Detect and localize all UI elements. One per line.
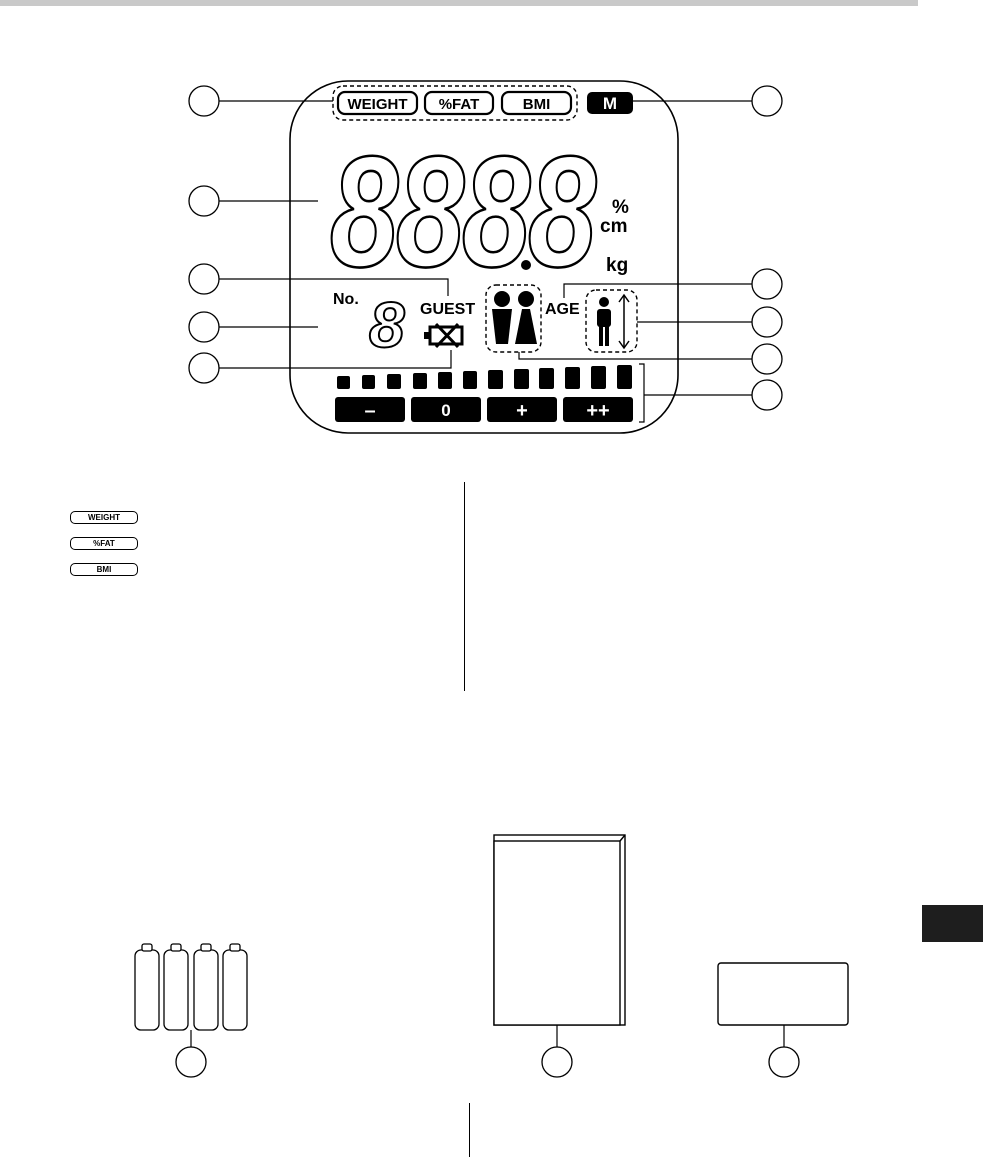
header-bar <box>0 0 918 6</box>
page-tab-marker <box>922 905 983 942</box>
main-digit-display: 8 8 8 8 <box>329 123 598 301</box>
svg-text:++: ++ <box>586 400 609 422</box>
guest-label: GUEST <box>420 301 475 318</box>
callout-manual <box>541 1046 573 1078</box>
lcd-display-diagram: WEIGHT %FAT BMI M 8 8 8 8 % cm kg No. 8 … <box>188 80 783 434</box>
decimal-point <box>521 260 531 270</box>
unit-cm: cm <box>600 216 627 237</box>
legend-bmi: BMI <box>70 563 138 576</box>
mode-group-outline <box>332 85 578 121</box>
svg-text:8: 8 <box>396 124 465 300</box>
memory-indicator: M <box>587 92 633 114</box>
male-female-icon <box>492 291 537 344</box>
svg-text:0: 0 <box>441 401 450 420</box>
unit-percent: % <box>612 197 629 218</box>
accessories-illustration <box>134 834 849 1078</box>
bar-graph-segments <box>337 365 632 389</box>
svg-text:WEIGHT: WEIGHT <box>348 96 408 113</box>
display-frame <box>289 80 679 434</box>
bar-graph-scale: – 0 + ++ <box>335 397 633 422</box>
svg-text:8: 8 <box>462 124 531 300</box>
legend-fat: %FAT <box>70 537 138 550</box>
user-number-digit: 8 <box>369 289 405 361</box>
svg-text:+: + <box>516 400 528 422</box>
callout-card <box>768 1046 800 1078</box>
instruction-manual-icon <box>493 834 626 1026</box>
mode-label-fat: %FAT <box>423 90 495 116</box>
mode-label-weight: WEIGHT <box>336 90 419 116</box>
svg-text:%FAT: %FAT <box>439 96 480 113</box>
age-label: AGE <box>545 301 580 318</box>
person-height-icon <box>597 293 630 350</box>
battery-icon <box>134 943 248 1031</box>
unit-kg: kg <box>606 255 628 276</box>
svg-text:M: M <box>603 94 617 113</box>
gender-group-outline <box>485 284 542 353</box>
column-divider-bottom <box>469 1103 470 1157</box>
height-group-outline <box>585 289 638 353</box>
svg-text:–: – <box>364 400 375 422</box>
svg-text:BMI: BMI <box>523 96 551 113</box>
legend-weight: WEIGHT <box>70 511 138 524</box>
callout-leaders <box>219 100 752 423</box>
column-divider-top <box>464 482 465 691</box>
svg-text:8: 8 <box>528 124 597 300</box>
callout-batteries <box>175 1046 207 1078</box>
number-label: No. <box>333 291 359 308</box>
battery-low-icon <box>424 322 464 349</box>
mode-label-bmi: BMI <box>500 90 573 116</box>
svg-text:8: 8 <box>330 124 399 300</box>
card-icon <box>717 962 849 1026</box>
